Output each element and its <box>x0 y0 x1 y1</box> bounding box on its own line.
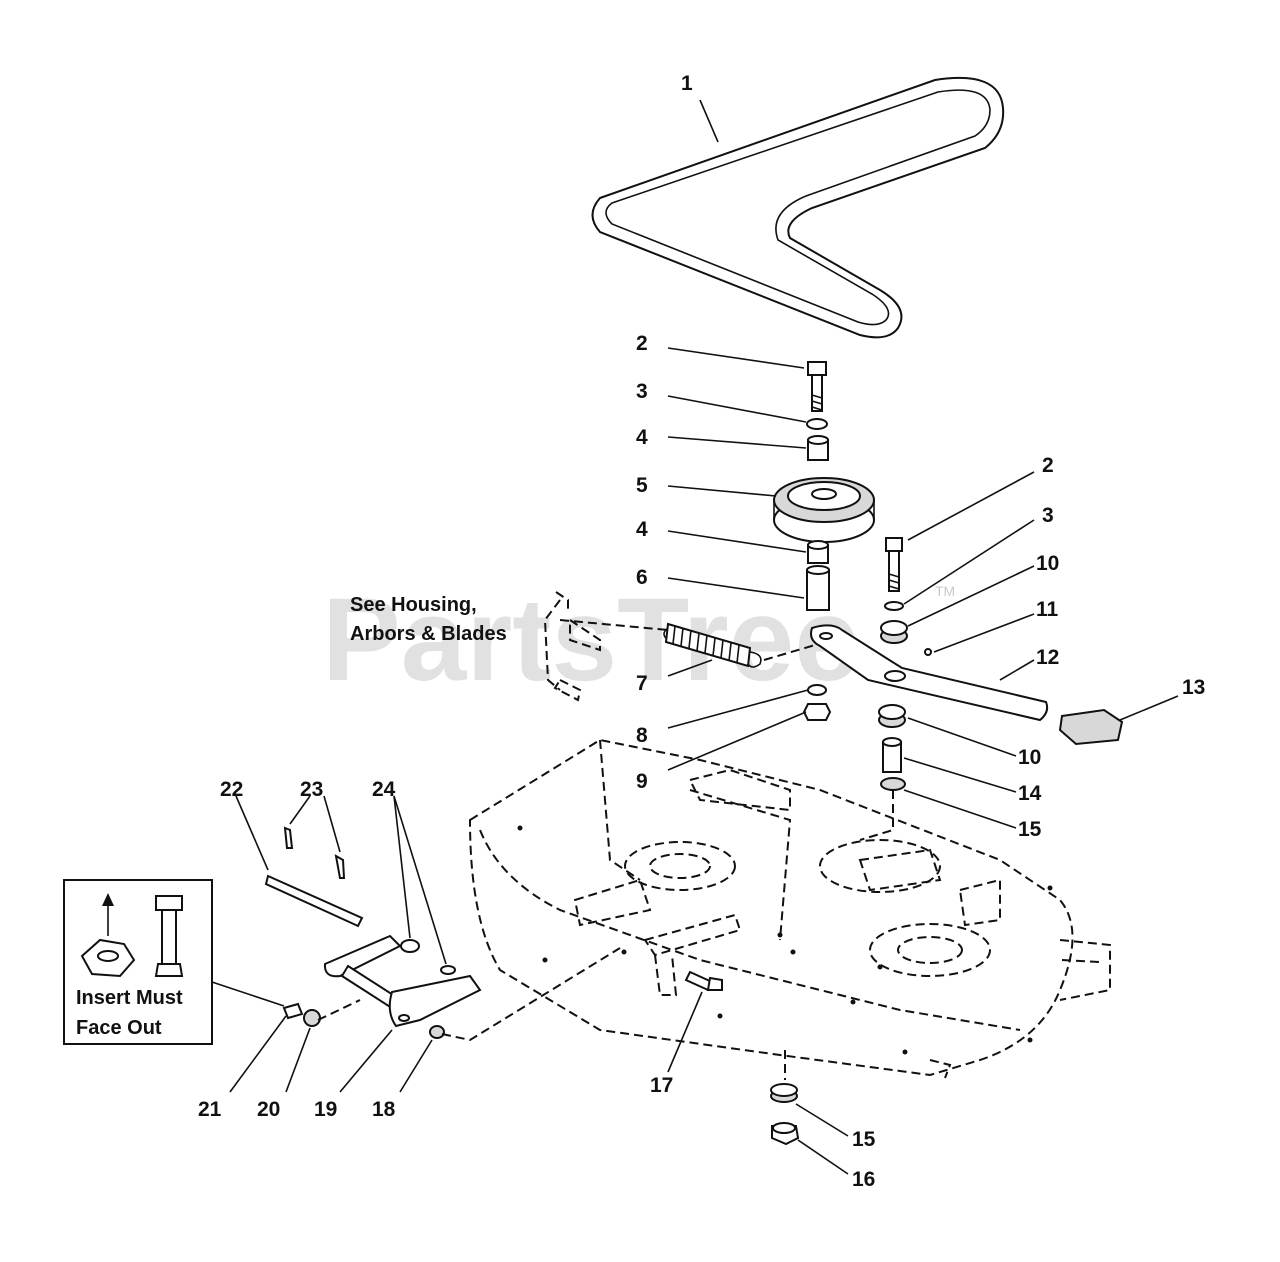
grip-13 <box>1058 708 1124 746</box>
bolt-17 <box>684 970 723 992</box>
fitting-11 <box>924 648 932 656</box>
callout-numbers: 1 2 3 4 5 4 6 7 8 9 2 3 10 11 12 13 10 1… <box>198 72 1205 1191</box>
housing-note-line1: See Housing, <box>350 594 477 616</box>
inset-note-line1: Insert Must <box>76 987 183 1009</box>
callout-14: 14 <box>1018 782 1042 805</box>
lift-link-19 <box>340 964 482 1028</box>
pin-22 <box>264 874 364 928</box>
callout-11: 11 <box>1036 598 1059 621</box>
callout-17: 17 <box>650 1074 673 1097</box>
washer-3a <box>806 418 828 430</box>
callout-1: 1 <box>681 72 693 95</box>
callout-9: 9 <box>636 770 648 793</box>
callout-4b: 4 <box>636 518 648 541</box>
idler-pulley <box>773 477 875 543</box>
bushing-6 <box>806 565 830 611</box>
bolt-2b <box>885 537 903 592</box>
inset-note-line2: Face Out <box>76 1017 162 1039</box>
callout-24: 24 <box>372 778 396 801</box>
callout-20: 20 <box>257 1098 280 1121</box>
spacer-14 <box>882 737 902 773</box>
spacer-4b <box>807 540 829 564</box>
inset-box: Insert Must Face Out <box>63 879 213 1045</box>
bracket-24 <box>323 934 456 978</box>
callout-6: 6 <box>636 566 648 589</box>
callout-23: 23 <box>300 778 323 801</box>
callout-2b: 2 <box>1042 454 1054 477</box>
washer-3b <box>884 601 904 611</box>
callout-22: 22 <box>220 778 243 801</box>
callout-10b: 10 <box>1018 746 1041 769</box>
cotter-pin-23b <box>334 854 346 879</box>
callout-3a: 3 <box>636 380 648 403</box>
housing-note-line2: Arbors & Blades <box>350 623 507 645</box>
bushing-10a <box>880 620 908 644</box>
bushing-10b <box>878 704 906 728</box>
callout-21: 21 <box>198 1098 222 1121</box>
callout-19: 19 <box>314 1098 337 1121</box>
leader-lines <box>211 99 1179 1175</box>
housing-bracket-ghost <box>543 591 601 702</box>
washer-15b <box>770 1083 798 1103</box>
washer-15a <box>880 777 906 791</box>
callout-7: 7 <box>636 672 648 695</box>
bushing-20 <box>303 1009 321 1027</box>
callout-16: 16 <box>852 1168 875 1191</box>
spacer-4a <box>807 435 829 461</box>
callout-12: 12 <box>1036 646 1059 669</box>
callout-18: 18 <box>372 1098 396 1121</box>
washer-8 <box>807 684 827 696</box>
bolt-2a <box>807 361 827 412</box>
callout-15b: 15 <box>852 1128 876 1151</box>
spacer-18 <box>429 1025 445 1039</box>
mower-deck <box>468 738 1111 1079</box>
callout-15a: 15 <box>1018 818 1042 841</box>
cotter-pin-23a <box>283 826 294 849</box>
belt <box>591 76 1005 339</box>
callout-5: 5 <box>636 474 648 497</box>
nut-16 <box>771 1122 800 1146</box>
watermark: PartsTree <box>322 574 860 706</box>
callout-10a: 10 <box>1036 552 1059 575</box>
nut-21 <box>282 1002 304 1020</box>
watermark-trademark: TM <box>935 583 955 599</box>
spring-7 <box>663 622 762 668</box>
callout-3b: 3 <box>1042 504 1054 527</box>
callout-8: 8 <box>636 724 648 747</box>
nut-9 <box>802 703 832 721</box>
callout-4a: 4 <box>636 426 648 449</box>
callout-2a: 2 <box>636 332 648 355</box>
idler-arm-12 <box>810 624 1049 722</box>
callout-13: 13 <box>1182 676 1205 699</box>
